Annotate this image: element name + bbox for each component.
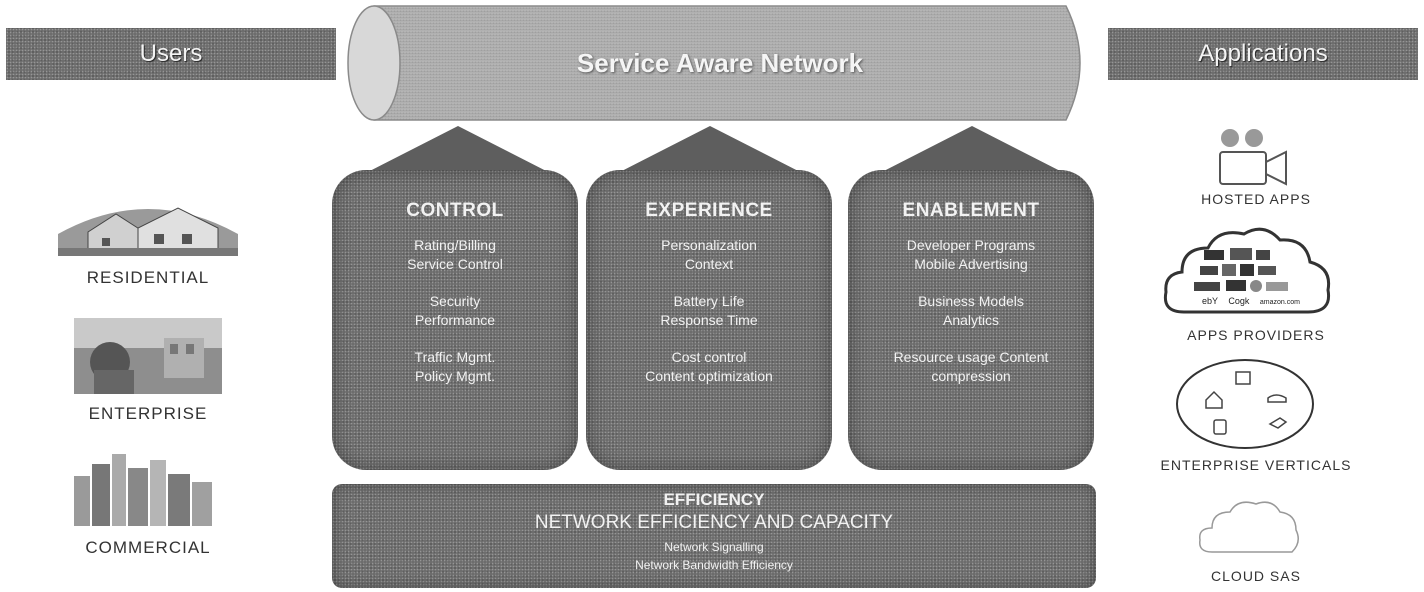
app-logo-amazon: amazon.com (1259, 299, 1300, 306)
efficiency-subtitle: NETWORK EFFICIENCY AND CAPACITY (534, 512, 894, 533)
pillar-line: Service Control (407, 256, 503, 272)
user-label-enterprise: ENTERPRISE (88, 404, 208, 423)
app-label-apps-providers: APPS PROVIDERS (1187, 327, 1325, 343)
cloud-icon (1196, 496, 1302, 558)
pillar-line: Developer Programs (906, 237, 1036, 253)
pillar-line: Analytics (942, 312, 1000, 328)
pillar-line: compression (931, 368, 1011, 384)
users-header-label: Users (139, 40, 203, 67)
pillar-line: Response Time (660, 312, 758, 328)
pillar-title-control: CONTROL (406, 200, 504, 221)
pillar-line: Battery Life (673, 293, 745, 309)
app-logo-google: Cogk (1228, 296, 1250, 306)
pillar-title-experience: EXPERIENCE (645, 200, 773, 221)
pillar-line: Policy Mgmt. (414, 368, 496, 384)
app-label-enterprise-verticals: ENTERPRISE VERTICALS (1160, 457, 1352, 473)
pillar-line: Mobile Advertising (914, 256, 1028, 272)
applications-header: Applications (1108, 28, 1418, 80)
pipe-graphic (347, 5, 1081, 121)
app-label-cloud-sas: CLOUD SAS (1211, 568, 1301, 584)
user-label-residential: RESIDENTIAL (86, 268, 210, 287)
service-aware-network-pipe: Service Aware Network (344, 4, 1096, 122)
pillar-line: Personalization (661, 237, 757, 253)
efficiency-title: EFFICIENCY (663, 490, 765, 509)
pillar-control: CONTROL Rating/Billing Service Control S… (332, 170, 578, 470)
commercial-image (70, 454, 220, 526)
efficiency-bar: EFFICIENCY NETWORK EFFICIENCY AND CAPACI… (332, 484, 1096, 588)
efficiency-line-bandwidth: Network Bandwidth Efficiency (635, 558, 793, 572)
pillar-experience: EXPERIENCE Personalization Context Batte… (586, 170, 832, 470)
pillar-line: Security (429, 293, 481, 309)
pillar-line: Performance (414, 312, 496, 328)
pillar-line: Cost control (671, 349, 747, 365)
video-camera-icon (1206, 128, 1302, 192)
pillar-line: Content optimization (645, 368, 773, 384)
pillar-line: Traffic Mgmt. (414, 349, 496, 365)
network-title: Service Aware Network (576, 48, 864, 78)
efficiency-line-signalling: Network Signalling (664, 540, 764, 554)
pillar-line: Rating/Billing (414, 237, 496, 253)
pillar-enablement: ENABLEMENT Developer Programs Mobile Adv… (848, 170, 1094, 470)
apps-providers-cloud-icon: ebY Cogk amazon.com (1160, 222, 1334, 320)
users-header: Users (6, 28, 336, 80)
applications-header-label: Applications (1198, 40, 1328, 67)
pillar-line: Context (684, 256, 734, 272)
pillar-title-enablement: ENABLEMENT (902, 200, 1040, 221)
user-label-commercial: COMMERCIAL (85, 538, 211, 557)
residential-image (58, 194, 238, 257)
app-logo-ebay: ebY (1202, 296, 1218, 306)
pillar-line: Business Models (918, 293, 1024, 309)
enterprise-image (74, 318, 222, 394)
pillar-line: Resource usage Content (893, 349, 1049, 365)
app-logo-row: ebY Cogk amazon.com (1202, 296, 1322, 306)
enterprise-verticals-icon (1174, 358, 1316, 450)
app-label-hosted-apps: HOSTED APPS (1201, 191, 1311, 207)
